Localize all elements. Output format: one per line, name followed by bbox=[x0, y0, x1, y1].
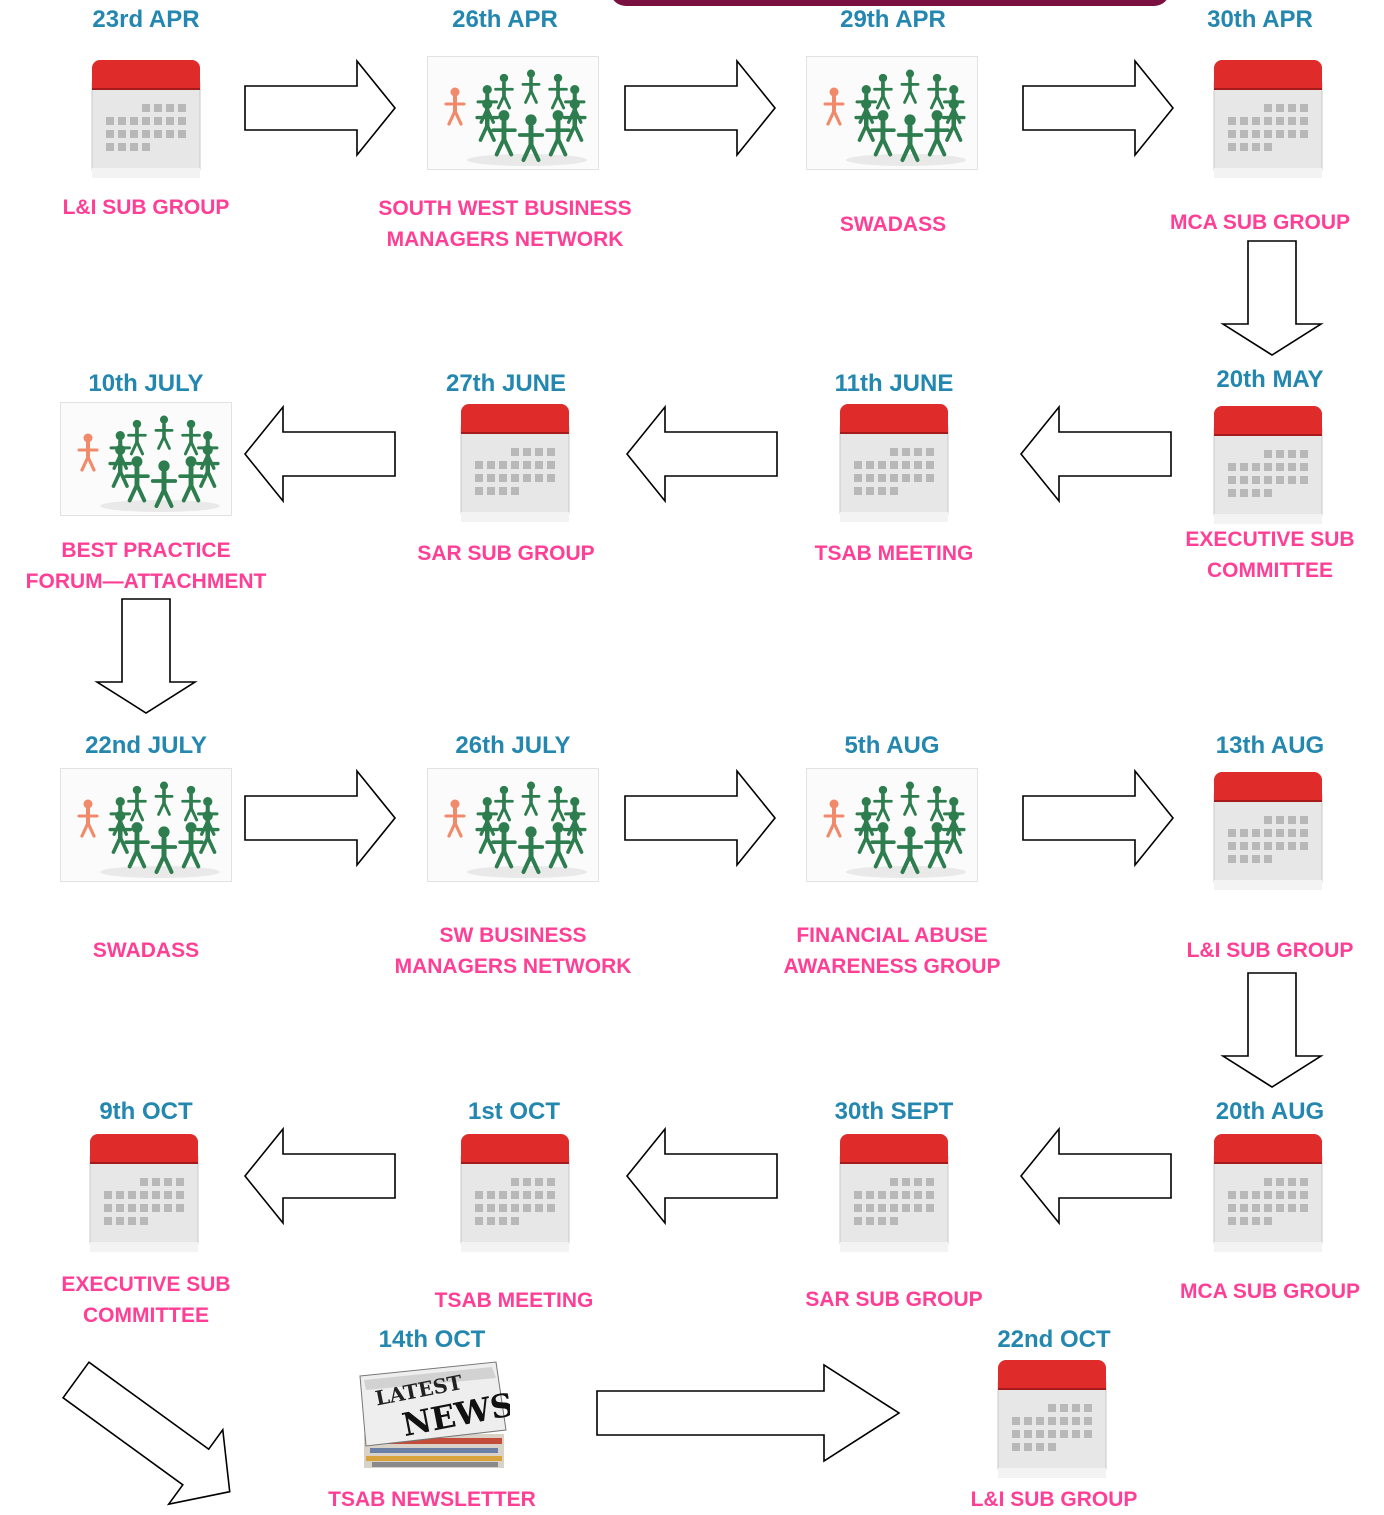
calendar-icon bbox=[1213, 772, 1323, 890]
arrow-left bbox=[625, 1126, 778, 1226]
event-label: L&I SUB GROUP bbox=[62, 196, 230, 219]
event-date: 30th SEPT bbox=[834, 1098, 954, 1125]
event-node-30th-apr: 30th APR MCA SUB GROUP bbox=[1150, 6, 1370, 246]
calendar-icon bbox=[460, 404, 570, 522]
newspaper-icon: LATEST NEWS bbox=[359, 1361, 510, 1468]
calendar-icon bbox=[839, 1134, 949, 1252]
calendar-icon bbox=[997, 1360, 1107, 1478]
event-label: SW BUSINESS MANAGERS NETWORK bbox=[394, 924, 632, 978]
event-label: EXECUTIVE SUB COMMITTEE bbox=[1185, 528, 1355, 582]
event-label: FINANCIAL ABUSE AWARENESS GROUP bbox=[783, 924, 1001, 978]
event-date: 10th JULY bbox=[88, 370, 204, 397]
event-date: 9th OCT bbox=[99, 1098, 193, 1125]
event-date: 26th JULY bbox=[455, 732, 571, 759]
event-node-27th-june: 27th JUNE SAR SUB GROUP bbox=[396, 370, 616, 600]
calendar-icon bbox=[91, 60, 201, 178]
event-label: L&I SUB GROUP bbox=[1186, 939, 1354, 962]
event-label: SWADASS bbox=[839, 213, 947, 236]
event-label: L&I SUB GROUP bbox=[970, 1488, 1138, 1511]
event-date: 14th OCT bbox=[378, 1326, 486, 1353]
arrow-right bbox=[624, 58, 777, 158]
top-decorative-bar bbox=[610, 0, 1170, 6]
event-date: 26th APR bbox=[452, 6, 558, 33]
event-date: 22nd JULY bbox=[85, 732, 207, 759]
event-date: 20th MAY bbox=[1216, 366, 1324, 393]
event-date: 13th AUG bbox=[1215, 732, 1325, 759]
event-label: SWADASS bbox=[92, 939, 200, 962]
event-label: TSAB MEETING bbox=[814, 542, 974, 565]
event-node-26th-july: 26th JULY SW BUSINESS MANAGERS NETWORK bbox=[363, 732, 663, 982]
people-circle-icon bbox=[806, 768, 978, 882]
arrow-left bbox=[243, 404, 396, 504]
event-date: 11th JUNE bbox=[834, 370, 954, 397]
event-node-22nd-oct: 22nd OCT L&I SUB GROUP bbox=[944, 1326, 1164, 1512]
people-circle-icon bbox=[806, 56, 978, 170]
arrow-right-long bbox=[596, 1363, 901, 1463]
event-node-26th-apr: 26th APR SOUTH WEST BUSINESS MANAGERS NE… bbox=[355, 6, 655, 266]
event-label: TSAB MEETING bbox=[434, 1289, 594, 1312]
event-date: 5th AUG bbox=[844, 732, 940, 759]
event-date: 1st OCT bbox=[467, 1098, 560, 1125]
people-circle-icon bbox=[60, 402, 232, 516]
event-date: 29th APR bbox=[840, 6, 946, 33]
event-node-9th-oct: 9th OCT EXECUTIVE SUB COMMITTEE bbox=[36, 1098, 256, 1338]
event-label: TSAB NEWSLETTER bbox=[328, 1488, 536, 1511]
arrow-down bbox=[1220, 972, 1324, 1088]
calendar-icon bbox=[839, 404, 949, 522]
calendar-icon bbox=[1213, 60, 1323, 178]
arrow-left bbox=[243, 1126, 396, 1226]
calendar-icon bbox=[89, 1134, 199, 1252]
event-label: SAR SUB GROUP bbox=[805, 1288, 983, 1311]
event-date: 30th APR bbox=[1207, 6, 1313, 33]
event-node-22nd-july: 22nd JULY SWADASS bbox=[36, 732, 256, 972]
people-circle-icon bbox=[427, 768, 599, 882]
arrow-right bbox=[1022, 58, 1175, 158]
event-node-11th-june: 11th JUNE TSAB MEETING bbox=[784, 370, 1004, 600]
arrow-down bbox=[94, 598, 198, 714]
arrow-left bbox=[1019, 1126, 1172, 1226]
event-date: 27th JUNE bbox=[445, 370, 567, 397]
event-node-10th-july: 10th JULY BEST PRACTICE FORUM—ATTACHMENT bbox=[0, 370, 292, 602]
arrow-right bbox=[1022, 768, 1175, 868]
arrow-right bbox=[244, 58, 397, 158]
event-node-13th-aug: 13th AUG L&I SUB GROUP bbox=[1160, 732, 1380, 972]
event-node-23rd-apr: 23rd APR L&I SUB GROUP bbox=[36, 6, 256, 246]
arrow-left bbox=[625, 404, 778, 504]
event-node-5th-aug: 5th AUG FINANCIAL ABUSE AWARENESS GROUP bbox=[742, 732, 1042, 982]
people-circle-icon bbox=[60, 768, 232, 882]
event-node-20th-aug: 20th AUG MCA SUB GROUP bbox=[1160, 1098, 1380, 1318]
calendar-icon bbox=[460, 1134, 570, 1252]
event-label: MCA SUB GROUP bbox=[1169, 211, 1351, 234]
people-circle-icon bbox=[427, 56, 599, 170]
event-date: 20th AUG bbox=[1215, 1098, 1325, 1125]
event-date: 22nd OCT bbox=[997, 1326, 1111, 1353]
arrow-down bbox=[1220, 240, 1324, 356]
event-label: MCA SUB GROUP bbox=[1179, 1280, 1361, 1303]
arrow-diagonal-down-right bbox=[61, 1361, 231, 1506]
event-label: SOUTH WEST BUSINESS MANAGERS NETWORK bbox=[378, 197, 632, 251]
event-label: SAR SUB GROUP bbox=[417, 542, 595, 565]
event-node-29th-apr: 29th APR SWADASS bbox=[780, 6, 1006, 246]
arrow-left bbox=[1019, 404, 1172, 504]
event-label: BEST PRACTICE FORUM—ATTACHMENT bbox=[25, 539, 267, 593]
event-label: EXECUTIVE SUB COMMITTEE bbox=[61, 1273, 231, 1327]
event-node-20th-may: 20th MAY EXECUTIVE SUB COMMITTEE bbox=[1160, 366, 1380, 596]
event-node-30th-sept: 30th SEPT SAR SUB GROUP bbox=[784, 1098, 1004, 1318]
event-date: 23rd APR bbox=[92, 6, 200, 33]
calendar-icon bbox=[1213, 1134, 1323, 1252]
event-node-14th-oct: 14th OCT LATEST NEWS TSAB NEWSLETTER bbox=[300, 1326, 564, 1512]
calendar-icon bbox=[1213, 406, 1323, 524]
event-node-1st-oct: 1st OCT TSAB MEETING bbox=[404, 1098, 624, 1318]
arrow-right bbox=[244, 768, 397, 868]
arrow-right bbox=[624, 768, 777, 868]
